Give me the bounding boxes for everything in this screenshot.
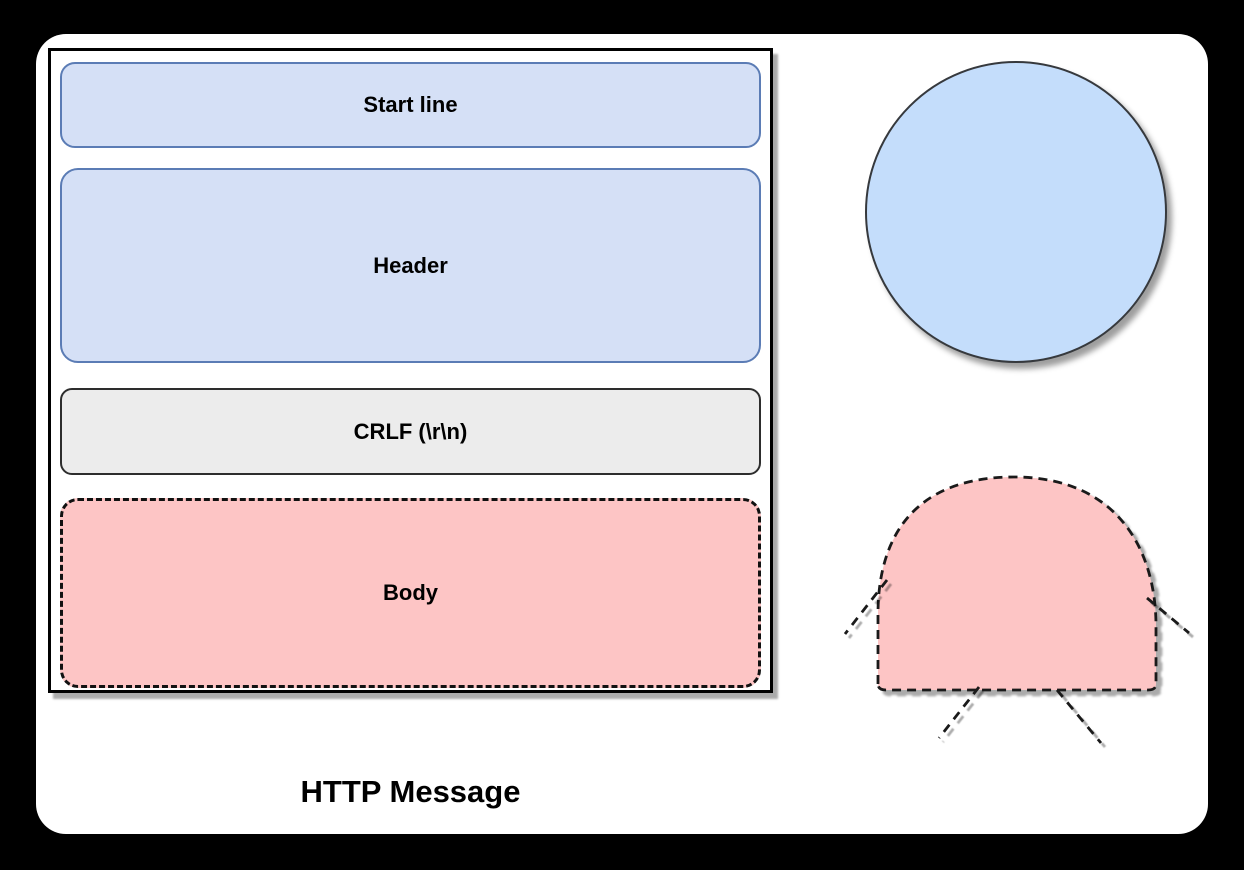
segment-header-label: Header [373, 252, 448, 278]
diagram-card: Start line Header CRLF (\r\n) Body HTTP … [36, 34, 1208, 834]
blue-circle-shape [865, 61, 1167, 363]
segment-header: Header [60, 168, 761, 363]
segment-start-line: Start line [60, 62, 761, 148]
segment-body: Body [60, 498, 761, 688]
segment-start-line-label: Start line [363, 92, 458, 117]
pink-dome-shape [876, 475, 1158, 692]
segment-crlf-label: CRLF (\r\n) [353, 418, 468, 444]
side-figures [843, 61, 1190, 744]
dome-leg-lower-left [937, 686, 981, 739]
dome-leg-upper-left [843, 579, 889, 635]
diagram-caption: HTTP Message [300, 774, 521, 809]
segment-crlf: CRLF (\r\n) [60, 388, 761, 475]
segment-body-label: Body [383, 580, 438, 605]
http-message-box: Start line Header CRLF (\r\n) Body [48, 48, 773, 693]
dome-leg-lower-right [1055, 689, 1103, 744]
